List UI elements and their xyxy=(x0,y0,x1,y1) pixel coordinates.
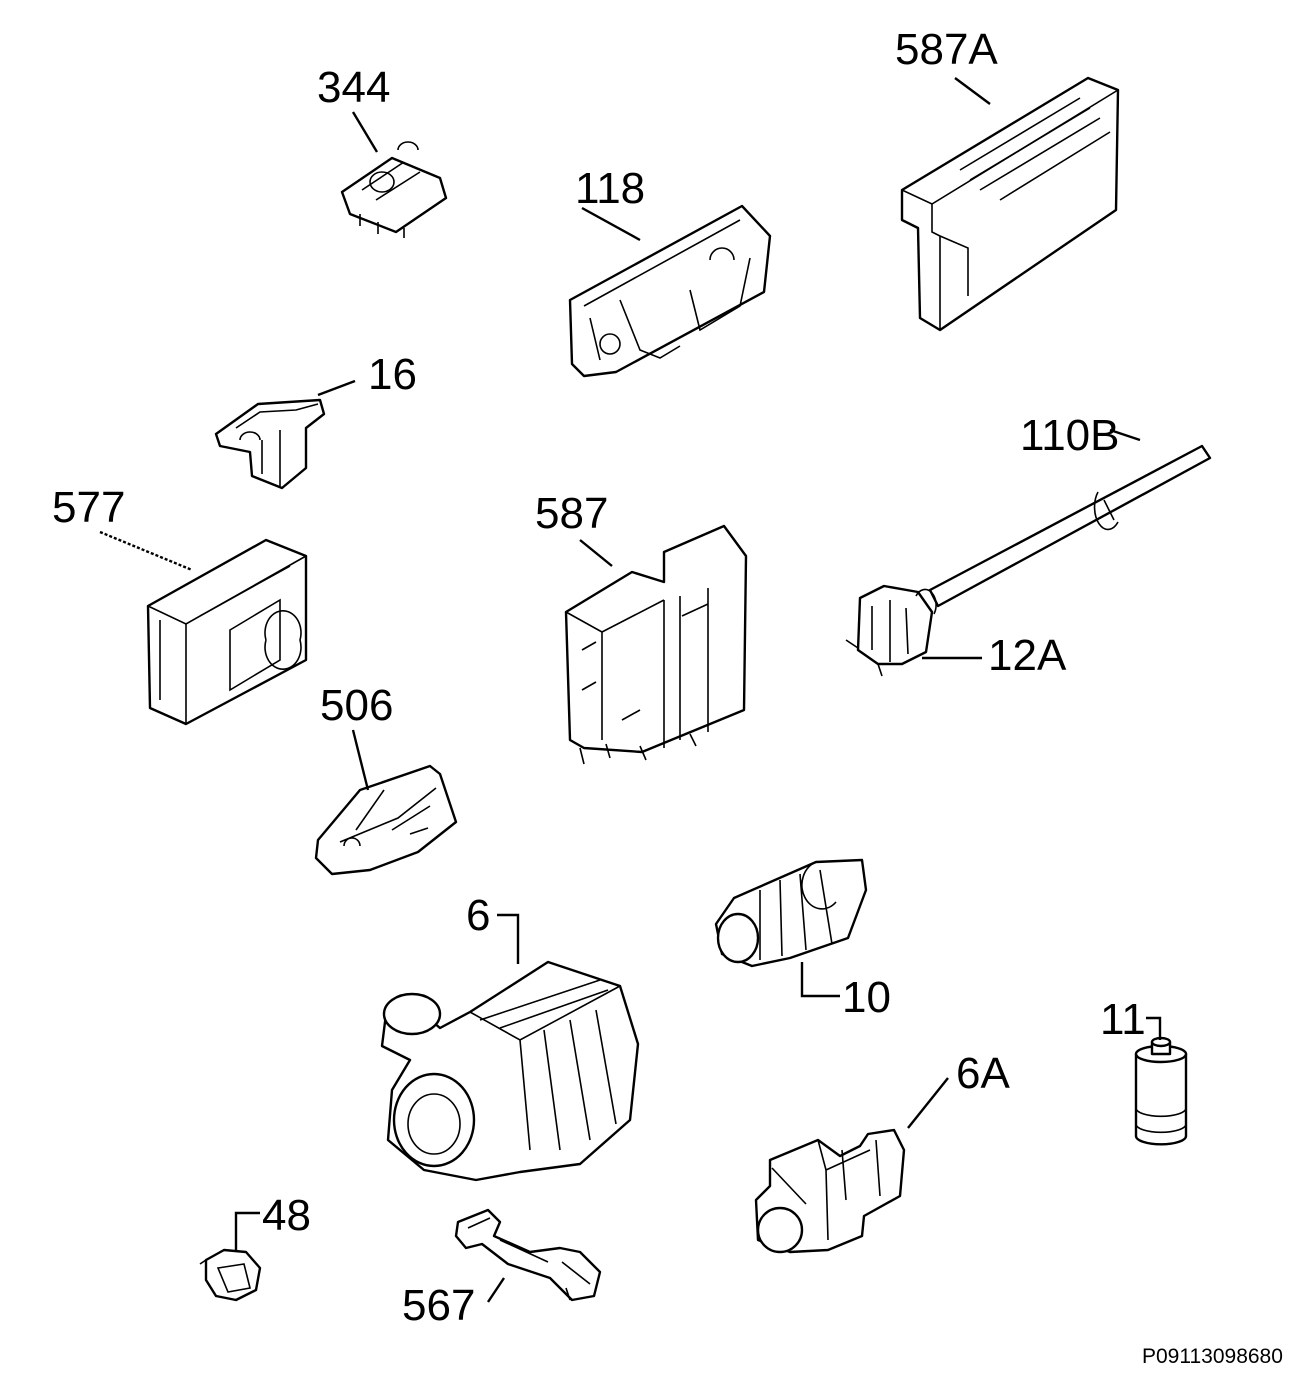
diagram-code: P09113098680 xyxy=(1142,1345,1283,1368)
label-110B: 110B xyxy=(1020,411,1120,460)
label-344: 344 xyxy=(317,63,390,112)
part-344: 344 xyxy=(317,63,448,238)
label-6A: 6A xyxy=(956,1049,1010,1098)
part-506: 506 xyxy=(314,681,458,876)
part-577: 577 xyxy=(52,483,308,726)
label-16: 16 xyxy=(368,350,417,399)
label-118: 118 xyxy=(575,164,645,213)
label-12A: 12A xyxy=(988,631,1067,680)
label-587A: 587A xyxy=(895,25,998,74)
label-587: 587 xyxy=(535,489,608,538)
label-6: 6 xyxy=(466,891,490,940)
part-587: 587 xyxy=(535,489,748,765)
part-6A: 6A xyxy=(754,1049,1010,1254)
part-16: 16 xyxy=(214,350,417,490)
part-48: 48 xyxy=(199,1191,311,1302)
label-48: 48 xyxy=(262,1191,311,1240)
part-10: 10 xyxy=(714,858,891,1022)
part-567: 567 xyxy=(402,1208,602,1330)
label-10: 10 xyxy=(842,973,891,1022)
label-577: 577 xyxy=(52,483,125,532)
part-110B-12A: 110B 12A xyxy=(845,411,1212,680)
label-567: 567 xyxy=(402,1281,475,1330)
part-6: 6 xyxy=(380,891,640,1182)
label-11: 11 xyxy=(1100,995,1146,1044)
part-587A: 587A xyxy=(895,25,1120,332)
part-11: 11 xyxy=(1100,995,1188,1146)
part-118: 118 xyxy=(568,164,772,378)
label-506: 506 xyxy=(320,681,393,730)
